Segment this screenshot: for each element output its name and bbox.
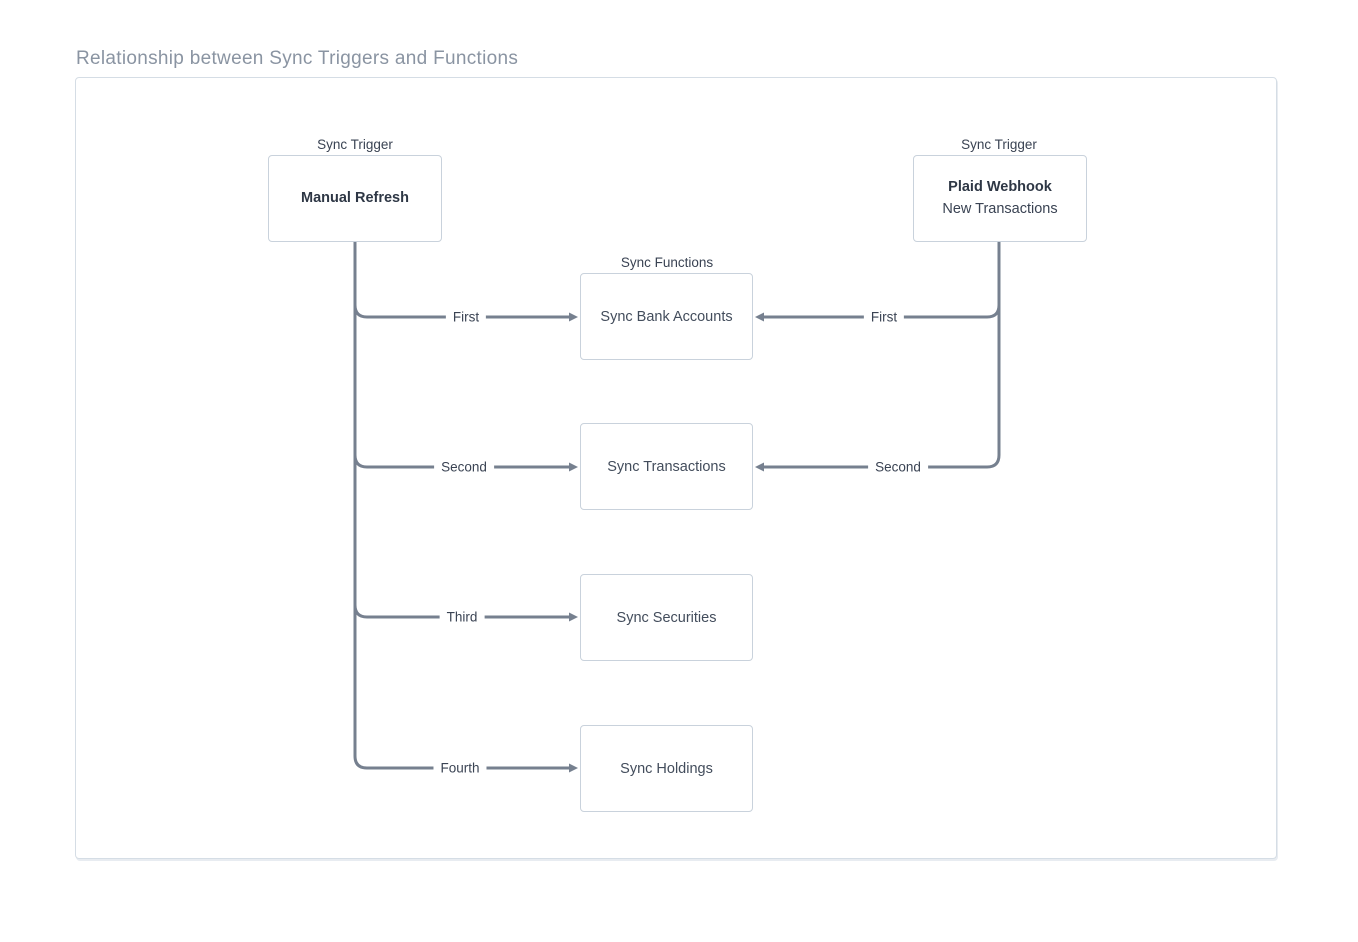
edge-label-manual-third: Third (439, 608, 485, 628)
edge-label-manual-fourth: Fourth (433, 759, 487, 779)
node-sync-securities: Sync Securities (580, 574, 753, 661)
node-sync-bank-accounts-label: Sync Bank Accounts (600, 308, 733, 325)
node-sync-securities-label: Sync Securities (616, 609, 717, 626)
edge-label-webhook-first: First (863, 308, 905, 328)
node-sync-holdings-label: Sync Holdings (620, 760, 713, 777)
sync-functions-label: Sync Functions (620, 255, 714, 270)
edge-webhook-transactions (755, 239, 1001, 472)
node-manual-refresh: Manual Refresh (268, 155, 442, 242)
sync-trigger-label-right: Sync Trigger (961, 137, 1037, 152)
node-sync-transactions: Sync Transactions (580, 423, 753, 510)
node-sync-transactions-label: Sync Transactions (607, 458, 726, 475)
node-plaid-webhook-subtitle: New Transactions (942, 200, 1058, 217)
node-plaid-webhook-title: Plaid Webhook (948, 179, 1052, 196)
node-sync-bank-accounts: Sync Bank Accounts (580, 273, 753, 360)
node-manual-refresh-title: Manual Refresh (301, 189, 409, 206)
edge-label-webhook-second: Second (868, 458, 928, 478)
edge-label-manual-second: Second (434, 458, 494, 478)
page-title: Relationship between Sync Triggers and F… (76, 48, 519, 69)
edge-label-manual-first: First (445, 308, 487, 328)
node-plaid-webhook: Plaid Webhook New Transactions (913, 155, 1087, 242)
diagram-canvas: Sync Trigger Sync Trigger Sync Functions… (75, 77, 1277, 859)
sync-trigger-label-left: Sync Trigger (317, 137, 393, 152)
node-sync-holdings: Sync Holdings (580, 725, 753, 812)
